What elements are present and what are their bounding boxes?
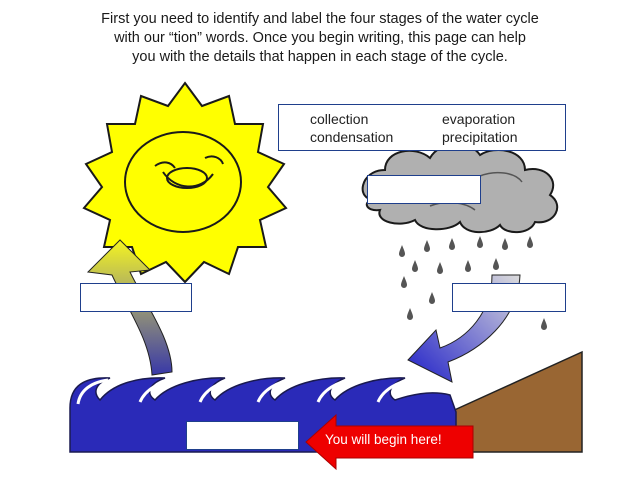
- word-bank-item: precipitation: [442, 129, 518, 145]
- instructions-line-1: First you need to identify and label the…: [101, 11, 539, 27]
- word-bank-item: condensation: [310, 129, 394, 145]
- wave-crests: [76, 378, 414, 405]
- label-box-evaporation[interactable]: [80, 283, 192, 312]
- word-bank-item: evaporation: [442, 111, 516, 127]
- instructions-line-3: you with the details that happen in each…: [132, 49, 508, 65]
- label-box-condensation[interactable]: [367, 175, 481, 204]
- word-bank-item: collection: [310, 111, 369, 127]
- instructions-text: First you need to identify and label the…: [70, 10, 570, 67]
- label-box-precipitation[interactable]: [452, 283, 566, 312]
- instructions-line-2: with our “tion” words. Once you begin wr…: [114, 30, 526, 46]
- start-arrow-label: You will begin here!: [325, 432, 442, 447]
- sun-icon: [82, 81, 288, 284]
- label-box-collection[interactable]: [186, 421, 299, 450]
- start-arrow: [305, 413, 474, 471]
- word-bank: collection evaporation condensation prec…: [278, 104, 566, 151]
